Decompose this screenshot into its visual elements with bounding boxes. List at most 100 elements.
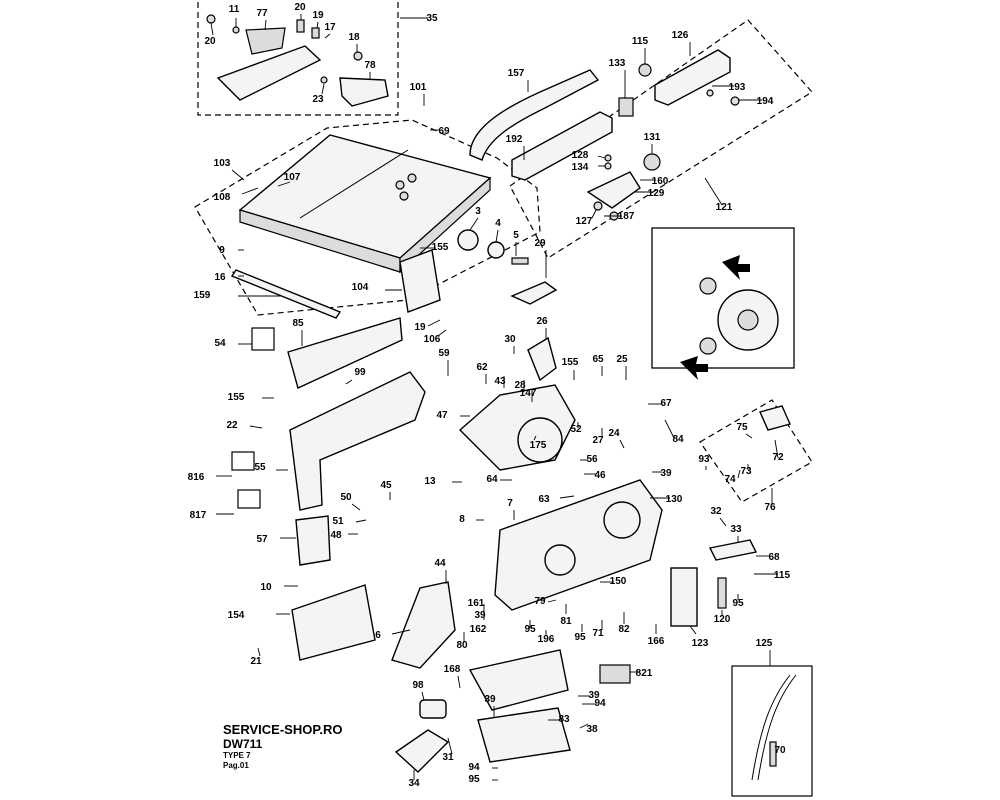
callout-134: 134 [572, 162, 605, 173]
callout-number: 150 [610, 576, 627, 587]
callout-74: 74 [724, 469, 741, 485]
callout-64: 64 [486, 474, 512, 485]
callout-107: 107 [277, 172, 301, 187]
callout-number: 13 [424, 476, 436, 487]
callout-number: 816 [188, 472, 205, 483]
handle-83 [468, 649, 569, 711]
inset-arrow-2 [680, 356, 708, 380]
screw-20 [206, 14, 216, 24]
callout-98: 98 [412, 680, 425, 701]
leader-line [257, 647, 261, 657]
callout-71: 71 [592, 620, 604, 639]
callout-194: 194 [738, 96, 774, 107]
plate-123 [670, 567, 698, 627]
callout-number: 193 [729, 82, 746, 93]
leader-line [264, 19, 267, 31]
ball-23 [320, 76, 328, 84]
callout-75: 75 [736, 422, 753, 439]
callout-number: 27 [592, 435, 604, 446]
leader-line [664, 419, 675, 439]
callout-number: 62 [476, 362, 488, 373]
callout-62: 62 [476, 362, 488, 384]
callout-number: 34 [408, 778, 420, 789]
callout-number: 75 [736, 422, 748, 433]
callout-121: 121 [704, 177, 733, 213]
leader-line [719, 517, 727, 527]
arm-55 [289, 371, 426, 511]
leader-line [737, 469, 741, 479]
callout-23: 23 [312, 83, 325, 105]
callout-number: 194 [757, 96, 774, 107]
column-104 [399, 249, 441, 313]
callout-number: 39 [474, 610, 486, 621]
guard-cover-77 [245, 27, 286, 55]
callout-59: 59 [438, 348, 450, 376]
callout-number: 121 [716, 202, 733, 213]
callout-85: 85 [292, 318, 304, 346]
label-54 [251, 327, 275, 351]
callout-13: 13 [424, 476, 462, 487]
callout-816: 816 [188, 472, 232, 483]
leader-line [447, 737, 453, 755]
callout-number: 79 [534, 596, 546, 607]
callout-94: 94 [468, 762, 498, 773]
callout-number: 63 [538, 494, 550, 505]
callout-number: 133 [609, 58, 626, 69]
callout-number: 71 [592, 628, 604, 639]
callout-number: 78 [364, 60, 376, 71]
callout-125: 125 [756, 638, 773, 666]
callout-number: 106 [424, 334, 441, 345]
callout-number: 187 [618, 211, 635, 222]
callout-number: 120 [714, 614, 731, 625]
callout-45: 45 [380, 480, 392, 500]
leader-line [591, 209, 597, 219]
callout-16: 16 [214, 272, 244, 283]
leader-line [597, 155, 606, 159]
callout-155: 155 [562, 357, 579, 380]
callout-number: 64 [486, 474, 498, 485]
callout-number: 130 [666, 494, 683, 505]
callout-number: 161 [468, 598, 485, 609]
callout-number: 25 [616, 354, 628, 365]
callout-number: 95 [574, 632, 586, 643]
callout-number: 57 [256, 534, 268, 545]
callout-131: 131 [644, 132, 661, 154]
callout-number: 33 [730, 524, 742, 535]
callout-number: 69 [438, 126, 450, 137]
callout-56: 56 [580, 454, 598, 465]
callout-number: 7 [507, 498, 513, 509]
callout-193: 193 [712, 82, 746, 93]
washer-4 [487, 241, 505, 259]
bar-126 [654, 49, 731, 106]
base-plate-83 [477, 707, 571, 763]
callout-130: 130 [650, 494, 683, 505]
callout-number: 94 [594, 698, 606, 709]
gearbox-130 [494, 479, 663, 611]
callout-30: 30 [504, 334, 516, 354]
guard-6 [391, 581, 456, 669]
callout-number: 9 [219, 245, 225, 256]
callout-number: 50 [340, 492, 352, 503]
callout-103: 103 [214, 158, 245, 181]
callout-number: 56 [586, 454, 598, 465]
callout-20: 20 [294, 2, 306, 20]
callout-number: 94 [468, 762, 480, 773]
callout-51: 51 [332, 516, 367, 527]
bolt-68 [708, 539, 758, 561]
lever-29 [510, 281, 558, 305]
callout-number: 24 [608, 428, 620, 439]
callout-number: 147 [520, 388, 537, 399]
callout-number: 72 [772, 452, 784, 463]
callout-number: 68 [768, 552, 780, 563]
callout-57: 57 [256, 534, 296, 545]
callout-number: 74 [724, 474, 736, 485]
inset-arrow-1 [722, 255, 750, 280]
callout-157: 157 [508, 68, 529, 92]
callout-number: 4 [495, 218, 501, 229]
callout-99: 99 [345, 367, 366, 385]
callout-123: 123 [689, 625, 709, 649]
callout-19: 19 [414, 319, 441, 333]
callout-number: 126 [672, 30, 689, 41]
